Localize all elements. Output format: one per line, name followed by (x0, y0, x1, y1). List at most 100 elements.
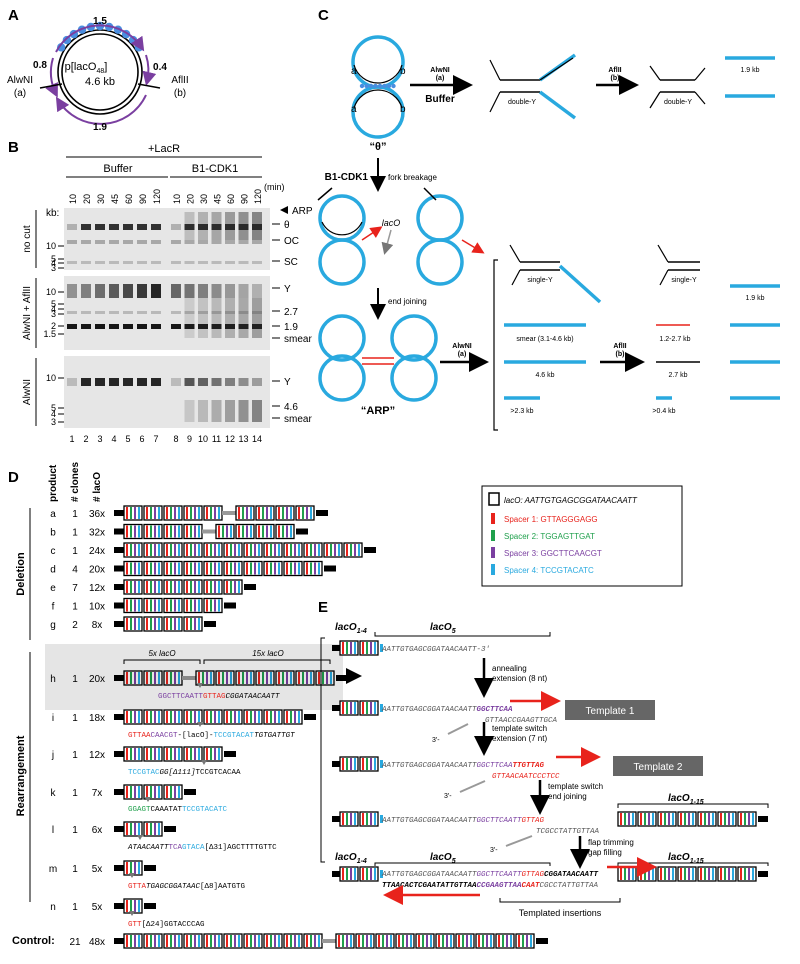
laco-pointer (381, 229, 394, 255)
panel-a-letter: A (8, 7, 19, 24)
row-clones: 7 (72, 583, 78, 594)
gel-band-label: SC (284, 257, 298, 268)
split-left (317, 187, 333, 201)
broken-fork-left (318, 194, 383, 286)
double-y-label-1: double-Y (508, 99, 536, 106)
lane-number: 13 (238, 434, 248, 444)
e-seq4-bot: TCGCCTATTGTTAA (536, 828, 600, 836)
e-gray-tail-1 (447, 723, 469, 735)
e-seq2-bot: GTTAACCGAAGTTGCA (485, 717, 558, 725)
e-step1b: extension (8 nt) (492, 674, 547, 683)
gel-side-label: no cut (22, 225, 33, 252)
construct-f (114, 597, 236, 614)
c-buffer-label: Buffer (425, 94, 455, 105)
row-clones: 4 (72, 565, 78, 576)
c-alwni-tag-1: (a) (436, 75, 445, 82)
gel-band-label: Y (284, 377, 291, 388)
size-smear: smear (3.1-4.6 kb) (516, 336, 573, 343)
gel-tick-label: 4 (51, 304, 56, 314)
c-aflii-2: AflII (613, 343, 626, 350)
arp-products-bracket (493, 259, 498, 431)
laco-dot (391, 83, 396, 89)
seq-k: GGAGTCAAATATTCCGTACATC (128, 806, 228, 814)
segment-arc-bottom (55, 94, 147, 125)
arp-label: “ARP” (361, 405, 395, 417)
gel-band-label: smear (284, 334, 312, 345)
row-clones: 1 (72, 674, 78, 685)
time-label: 10 (172, 194, 182, 204)
control-clones: 21 (69, 937, 81, 948)
deletion-label: Deletion (15, 552, 27, 596)
gel-tick-label: 1.5 (43, 329, 56, 339)
single-y-label-2: single-Y (671, 277, 697, 284)
construct-d (114, 560, 336, 577)
e-laco115-label-2: lacO1-15 (668, 852, 704, 865)
e-step3: template switch (548, 782, 603, 791)
gel-tick-label: 4 (51, 258, 56, 268)
construct-m (114, 860, 156, 876)
row-product: a (50, 509, 56, 520)
e-laco115-bracket-1 (617, 803, 769, 808)
panel-b-letter: B (8, 139, 19, 156)
construct-b (114, 523, 308, 540)
seq-j: TCCGTACGG[Δ111]TCCGTCACAA (128, 769, 241, 777)
c-alwni-tag-2: (a) (458, 351, 467, 358)
theta-a-label-2: a (351, 104, 357, 115)
theta-b-label-2: b (400, 104, 406, 115)
construct-n (114, 898, 156, 914)
seq-l: ATAACAATTTCAGTACA[Δ31]AGCTTTTGTTC (127, 844, 277, 852)
row-product: b (50, 528, 56, 539)
row-clones: 1 (72, 750, 78, 761)
time-label: 45 (213, 194, 223, 204)
rearrangement-label: Rearrangement (15, 735, 27, 816)
segment-arc-right (142, 54, 157, 86)
legend-s1-swatch (491, 513, 495, 524)
laco-label-c: lacO (382, 218, 401, 228)
panel-c-letter: C (318, 7, 329, 24)
size-2.3: >2.3 kb (510, 408, 533, 415)
plasmid-inner (61, 33, 139, 111)
legend-s2: Spacer 2: TGGAGTTGAT (504, 532, 595, 541)
theta-b-label: b (400, 66, 406, 77)
row-clones: 1 (72, 509, 78, 520)
theta-molecule (351, 35, 405, 139)
row-laco: 20x (89, 565, 105, 576)
legend-s3: Spacer 3: GGCTTCAACGT (504, 549, 602, 558)
e-gray-tail-2 (459, 780, 486, 793)
laco-dot (359, 83, 365, 89)
e-laco14-label: lacO1-4 (335, 622, 367, 635)
time-label: 20 (82, 194, 92, 204)
lane-number: 3 (97, 434, 102, 444)
segment-left-label: 0.8 (33, 60, 47, 71)
row-clones: 1 (72, 864, 78, 875)
gel-tick-label: 10 (46, 241, 56, 251)
broken-fork-right (416, 194, 485, 286)
double-y-label-2: double-Y (664, 99, 692, 106)
row-product: j (51, 750, 54, 761)
time-label: 60 (124, 194, 134, 204)
lane-number: 8 (173, 434, 178, 444)
theta-a-label: a (351, 66, 357, 77)
row-product: c (51, 546, 56, 557)
gel-side-label: AlwNI (22, 379, 33, 405)
gel-tick-label: 5 (51, 299, 56, 309)
e-gray-tail-3 (505, 835, 533, 847)
row-product: g (50, 620, 56, 631)
e-seq1: AATTGTGAGCGGATAACAATT-3′ (381, 646, 490, 654)
row-product: m (49, 864, 57, 875)
panel-c: C a b a b “θ” AlwNI (a) Buffer (317, 7, 780, 431)
double-y-2 (649, 65, 706, 109)
e-laco115-label-1: lacO1-15 (668, 793, 704, 806)
e-construct-5 (332, 866, 383, 882)
laco-dot (373, 83, 378, 89)
row-clones: 2 (72, 620, 78, 631)
row-clones: 1 (72, 788, 78, 799)
laco-dot (62, 35, 72, 45)
